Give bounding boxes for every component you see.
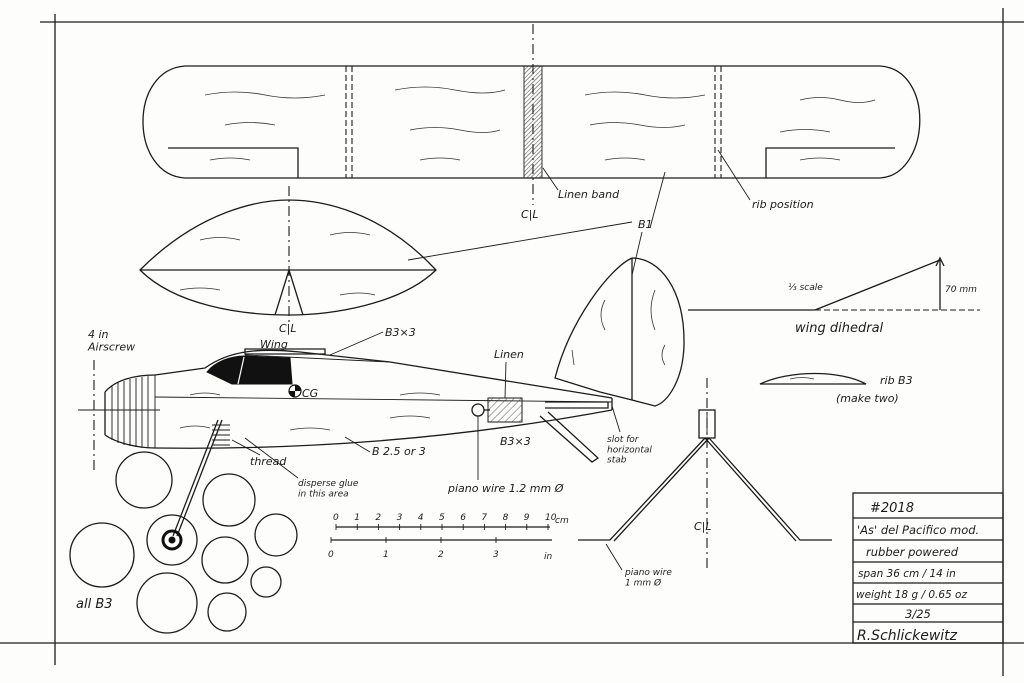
cm-tick-label: 0 — [333, 513, 339, 523]
disperse-text-line-2: in this area — [298, 489, 349, 499]
wing-dihedral-diagram — [688, 256, 980, 311]
rib-b3 — [759, 372, 867, 385]
fuselage-side-view — [78, 348, 613, 537]
piano-wire-12-label: piano wire 1.2 mm Ø — [447, 482, 564, 495]
vertical-fin — [554, 257, 685, 407]
airscrew-size-line-2: Airscrew — [87, 341, 135, 354]
b3x3-bottom-label: B3×3 — [500, 435, 531, 448]
disperse-text: disperse glue — [298, 479, 359, 489]
wing-plan-view — [142, 24, 921, 205]
inch-tick-label: 2 — [438, 550, 444, 560]
slot-text-line-3: stab — [607, 456, 627, 466]
slot-text-line-2: horizontal — [607, 445, 652, 455]
cm-tick-label: 5 — [439, 513, 445, 523]
dihedral-height-label: 70 mm — [945, 285, 977, 295]
plan-span: span 36 cm / 14 in — [858, 568, 956, 580]
b25or3-label: B 2.5 or 3 — [372, 445, 426, 458]
scale-label: ⅓ scale — [788, 283, 823, 293]
wheels — [69, 451, 298, 634]
cm-tick-label: 4 — [418, 513, 424, 523]
b1-label: B1 — [638, 218, 653, 231]
cm-tick-label: 10 — [545, 513, 557, 523]
cm-tick-label: 7 — [481, 513, 487, 523]
title-block — [852, 492, 1004, 644]
rib-b3-label: rib B3 — [880, 374, 913, 387]
stab-centerline-label: C|L — [279, 322, 297, 335]
piano-wire-1-text: piano wire — [624, 568, 672, 578]
cm-tick-label: 8 — [503, 513, 509, 523]
wing-mount-label: Wing — [260, 338, 288, 351]
plan-number: #2018 — [870, 501, 914, 516]
gear-centerline-label: C|L — [694, 520, 712, 533]
inch-tick-label: 3 — [493, 550, 499, 560]
slot-text: slot for — [607, 435, 640, 445]
plan-type: rubber powered — [866, 545, 959, 559]
all-b3-label: all B3 — [76, 597, 113, 612]
cm-tick-label: 1 — [354, 513, 360, 523]
cm-tick-label: 6 — [460, 513, 466, 523]
linen-label: Linen — [494, 348, 524, 361]
rib-position-label: rib position — [752, 198, 814, 211]
rib-make-two-label: (make two) — [836, 392, 899, 405]
linen-band — [523, 65, 543, 179]
piano-wire-1-text-line-2: 1 mm Ø — [625, 577, 662, 588]
cg-label: CG — [302, 387, 318, 400]
wing-centerline-label: C|L — [521, 208, 539, 221]
scale-bar: 0 1 2 3 4 5 6 7 8 9 10 0 1 2 3 — [328, 513, 557, 560]
horizontal-stab-plan-view — [139, 186, 437, 325]
landing-gear-front-view — [578, 378, 832, 570]
inch-tick-label: 0 — [328, 550, 334, 560]
inch-tick-label: 1 — [383, 550, 389, 560]
plan-sheet: 3/25 — [905, 607, 931, 621]
designer-signature: R.Schlickewitz — [857, 628, 958, 644]
cm-tick-label: 2 — [375, 513, 381, 523]
thread-label: thread — [250, 455, 287, 468]
scale-cm-unit: cm — [555, 516, 569, 526]
airscrew-size: 4 in — [88, 328, 109, 341]
wing-dihedral-label: wing dihedral — [795, 321, 884, 336]
plan-weight: weight 18 g / 0.65 oz — [856, 589, 967, 601]
scale-in-unit: in — [544, 552, 553, 562]
b3x3-top-label: B3×3 — [385, 326, 416, 339]
plan-name: 'As' del Pacifico mod. — [857, 523, 979, 537]
cm-tick-label: 3 — [397, 513, 403, 523]
cm-tick-label: 9 — [524, 513, 530, 523]
linen-band-label: Linen band — [558, 188, 620, 201]
